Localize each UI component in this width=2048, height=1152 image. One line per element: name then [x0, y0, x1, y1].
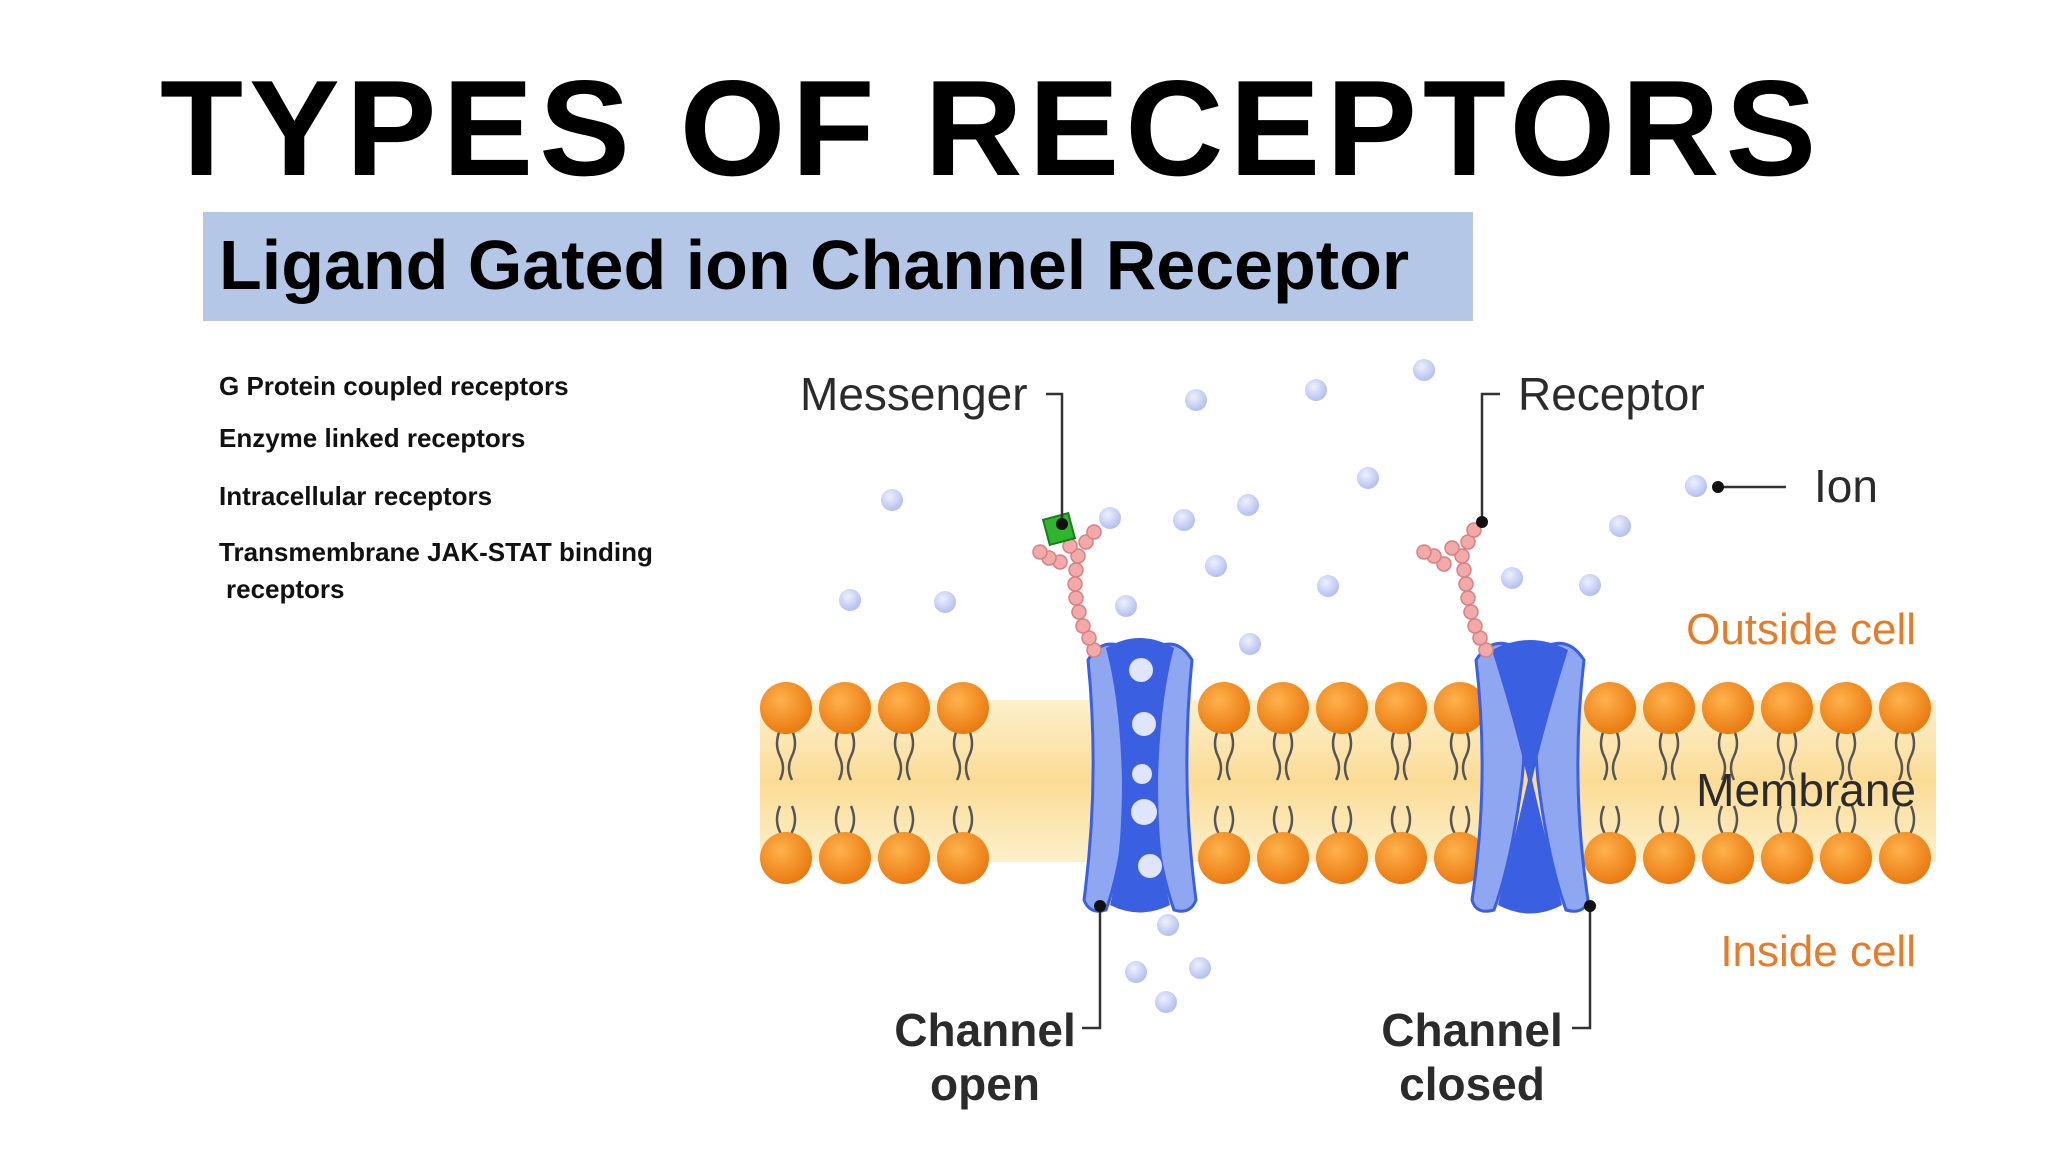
ion-particle	[1579, 574, 1601, 596]
ion-particle	[1685, 475, 1707, 497]
lipid-head	[760, 832, 812, 884]
lipid-head	[760, 682, 812, 734]
lipid-head	[1879, 682, 1931, 734]
ion-particle	[1413, 359, 1435, 381]
ion-particle	[1099, 507, 1121, 529]
lipid-head	[1643, 682, 1695, 734]
list-item: Intracellular receptors	[219, 481, 493, 511]
receptor-label: Receptor	[1518, 368, 1705, 420]
slide-subtitle: Ligand Gated ion Channel Receptor	[219, 226, 1410, 304]
ion-particle	[1239, 633, 1261, 655]
leader-lines	[1046, 392, 1786, 1030]
ion-particle	[934, 591, 956, 613]
lipid-head	[1820, 682, 1872, 734]
lipid-head	[819, 682, 871, 734]
lipid-head	[1434, 832, 1486, 884]
outside-cell-label: Outside cell	[1686, 605, 1916, 654]
ion-label: Ion	[1814, 460, 1878, 512]
list-item-line: receptors	[226, 574, 345, 604]
ion-particle	[1173, 509, 1195, 531]
lipid-head	[1198, 682, 1250, 734]
receptor-chain-open	[1032, 524, 1102, 658]
lipid-head	[1316, 832, 1368, 884]
ion-channel-diagram: Messenger Receptor Ion Outside cell Memb…	[760, 359, 1936, 1110]
messenger-label: Messenger	[800, 368, 1028, 420]
subtitle-band: Ligand Gated ion Channel Receptor	[203, 212, 1473, 321]
open-channel-icon	[1082, 638, 1198, 913]
lipid-head	[878, 682, 930, 734]
lipid-head	[1198, 832, 1250, 884]
ion-particle	[839, 589, 861, 611]
channel-closed-label-2: closed	[1399, 1058, 1545, 1110]
ion-particle	[1157, 914, 1179, 936]
ion-particle	[1155, 991, 1177, 1013]
channel-closed-label: Channel	[1381, 1004, 1562, 1056]
lipid-head	[1257, 682, 1309, 734]
ion-particle	[881, 489, 903, 511]
lipid-head	[1375, 832, 1427, 884]
ion-particle	[1115, 595, 1137, 617]
ion-particle	[1205, 555, 1227, 577]
slide-title: TYPES OF RECEPTORS	[160, 52, 1823, 204]
lipid-head	[1820, 832, 1872, 884]
inside-cell-label: Inside cell	[1720, 927, 1916, 976]
ion-particle	[1125, 961, 1147, 983]
ion-particle	[1317, 575, 1339, 597]
ion-particle	[1305, 379, 1327, 401]
receptor-chain-closed	[1416, 522, 1494, 658]
ions	[839, 359, 1707, 1013]
lipid-head	[1702, 682, 1754, 734]
lipid-head	[819, 832, 871, 884]
lipid-head	[1879, 832, 1931, 884]
lipid-head	[1643, 832, 1695, 884]
channel-open-label-2: open	[930, 1058, 1040, 1110]
lipid-head	[937, 682, 989, 734]
lipid-head	[1584, 682, 1636, 734]
lipid-head	[1257, 832, 1309, 884]
lipid-head	[937, 832, 989, 884]
lipid-head	[1761, 832, 1813, 884]
list-item: G Protein coupled receptors	[219, 371, 569, 401]
lipid-heads	[760, 682, 1931, 884]
lipid-head	[1584, 832, 1636, 884]
lipid-head	[878, 832, 930, 884]
channel-open-label: Channel	[894, 1004, 1075, 1056]
lipid-head	[1761, 682, 1813, 734]
list-item: Enzyme linked receptors	[219, 423, 526, 453]
ion-particle	[1185, 389, 1207, 411]
membrane-label: Membrane	[1696, 764, 1916, 816]
list-item: Transmembrane JAK-STAT binding receptors	[219, 534, 653, 608]
ion-particle	[1237, 494, 1259, 516]
ion-particle	[1357, 467, 1379, 489]
ion-particle	[1189, 957, 1211, 979]
leader-dots	[1056, 481, 1724, 912]
ion-particle	[1609, 515, 1631, 537]
lipid-head	[1702, 832, 1754, 884]
lipid-head	[1316, 682, 1368, 734]
lipid-head	[1375, 682, 1427, 734]
lipid-head	[1434, 682, 1486, 734]
closed-channel-icon	[1470, 640, 1590, 914]
ion-particle	[1501, 567, 1523, 589]
list-item-line: Transmembrane JAK-STAT binding	[219, 537, 653, 567]
